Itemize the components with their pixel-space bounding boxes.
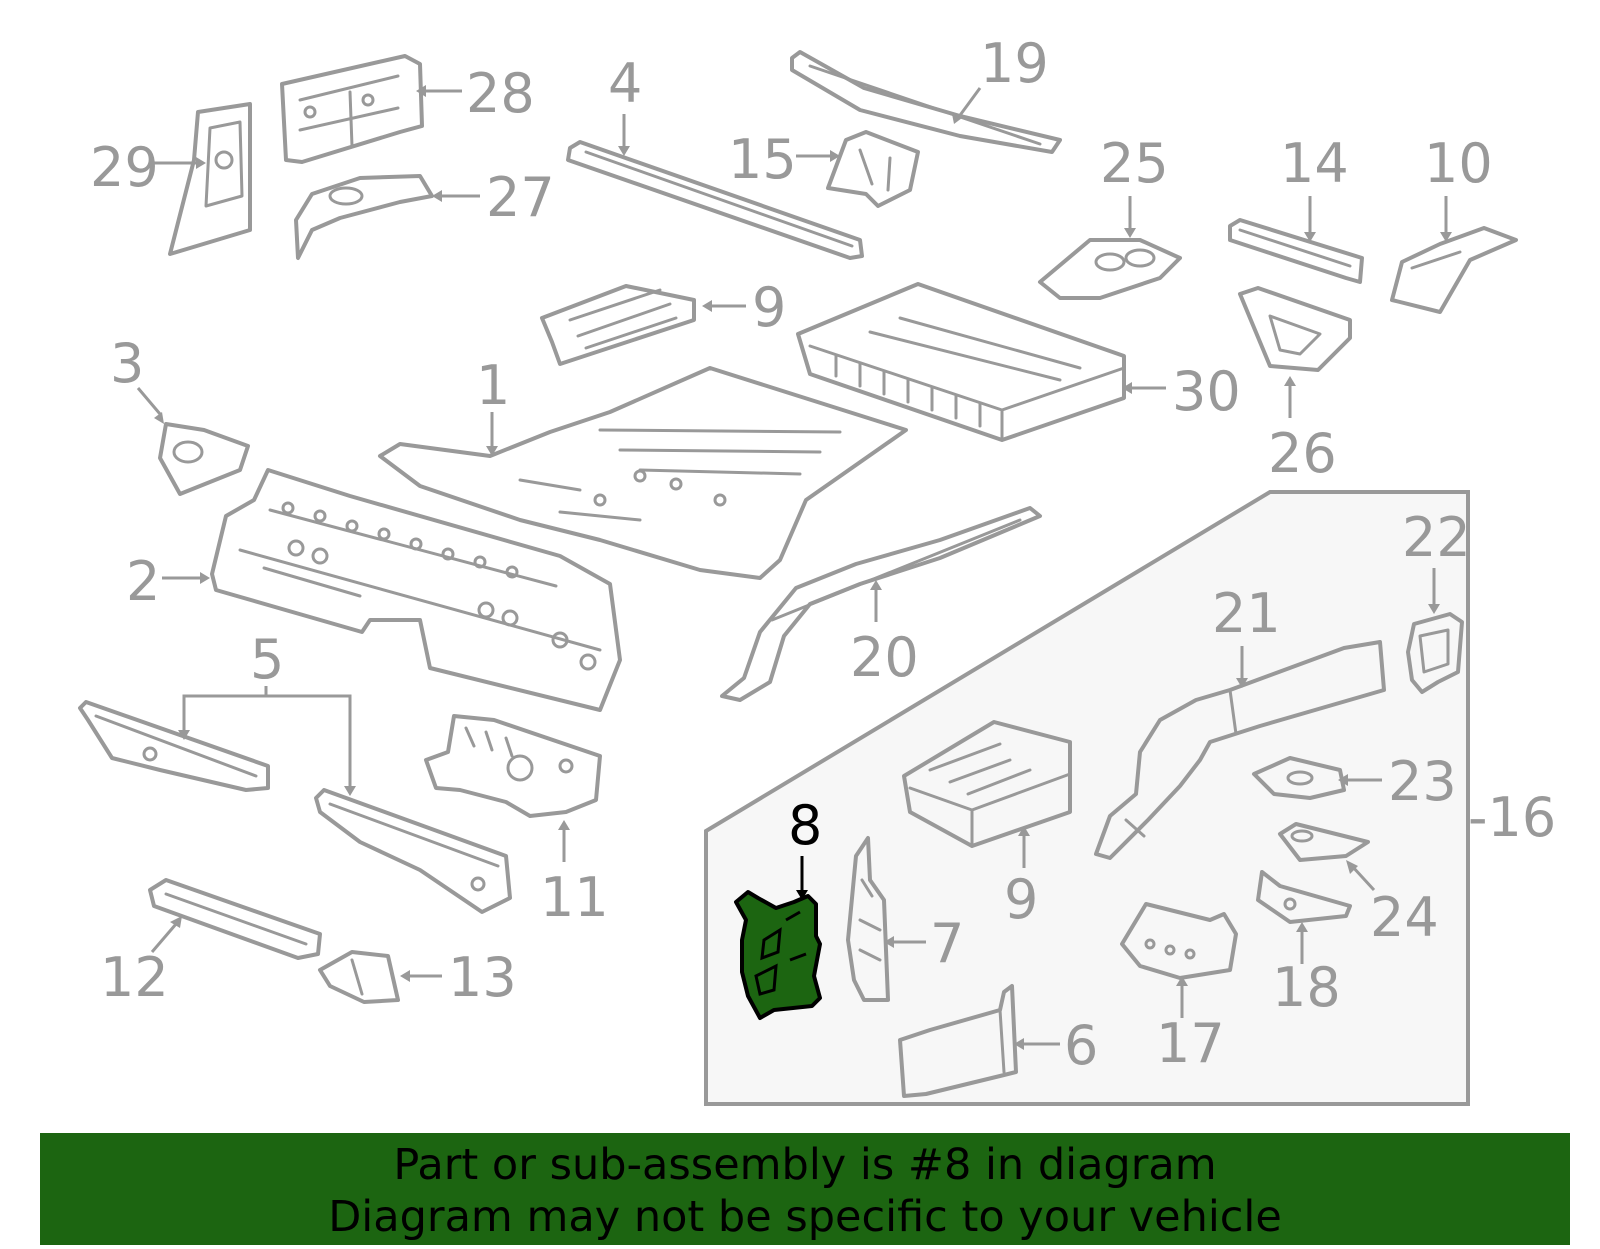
part-7[interactable] bbox=[846, 836, 890, 1002]
label-11: 11 bbox=[540, 866, 609, 929]
callout-29: 29 bbox=[90, 136, 206, 199]
callout-24: 24 bbox=[1346, 860, 1439, 949]
label-4: 4 bbox=[608, 52, 642, 115]
callout-2: 2 bbox=[126, 550, 210, 613]
callout-7: 7 bbox=[884, 912, 964, 975]
callout-17: 17 bbox=[1156, 976, 1225, 1075]
label-24: 24 bbox=[1370, 886, 1439, 949]
label-21: 21 bbox=[1212, 582, 1281, 645]
callout-4: 4 bbox=[608, 52, 642, 156]
label-3: 3 bbox=[110, 332, 144, 395]
callout-9-upper: 9 bbox=[702, 276, 786, 339]
part-28[interactable] bbox=[280, 54, 424, 164]
label-12: 12 bbox=[100, 946, 169, 1009]
part-29[interactable] bbox=[168, 102, 252, 256]
info-banner: Part or sub-assembly is #8 in diagram Di… bbox=[40, 1133, 1570, 1245]
part-3[interactable] bbox=[158, 422, 250, 496]
label-20: 20 bbox=[850, 626, 919, 689]
part-26[interactable] bbox=[1238, 286, 1352, 372]
callout-12: 12 bbox=[100, 916, 182, 1009]
sub-assembly-16-panel bbox=[704, 490, 1470, 1106]
callout-11: 11 bbox=[540, 820, 609, 929]
label-5: 5 bbox=[250, 628, 284, 691]
label-16: -16 bbox=[1468, 786, 1556, 849]
label-23: 23 bbox=[1388, 750, 1457, 813]
callout-21: 21 bbox=[1212, 582, 1281, 688]
callout-5: 5 bbox=[178, 628, 356, 796]
part-6[interactable] bbox=[898, 984, 1018, 1098]
part-9-upper[interactable] bbox=[540, 284, 696, 366]
part-27[interactable] bbox=[294, 174, 434, 260]
part-4[interactable] bbox=[566, 140, 864, 260]
label-15: 15 bbox=[728, 128, 797, 191]
part-10[interactable] bbox=[1390, 226, 1518, 314]
label-13: 13 bbox=[448, 946, 517, 1009]
label-14: 14 bbox=[1280, 132, 1349, 195]
label-7: 7 bbox=[930, 912, 964, 975]
part-23[interactable] bbox=[1252, 756, 1346, 800]
callout-3: 3 bbox=[110, 332, 164, 424]
part-12[interactable] bbox=[148, 878, 322, 960]
part-30[interactable] bbox=[796, 282, 1126, 442]
label-19: 19 bbox=[980, 32, 1049, 95]
part-13[interactable] bbox=[318, 950, 400, 1004]
callout-9-lower: 9 bbox=[1004, 826, 1038, 931]
label-22: 22 bbox=[1402, 506, 1471, 569]
callout-19: 19 bbox=[952, 32, 1049, 124]
callout-14: 14 bbox=[1280, 132, 1349, 242]
callout-13: 13 bbox=[400, 946, 517, 1009]
part-1[interactable] bbox=[378, 366, 908, 580]
callout-16: -16 bbox=[1468, 786, 1556, 849]
callout-10: 10 bbox=[1424, 132, 1493, 242]
callout-23: 23 bbox=[1338, 750, 1457, 813]
part-25[interactable] bbox=[1038, 238, 1182, 300]
callout-6: 6 bbox=[1014, 1014, 1098, 1077]
label-10: 10 bbox=[1424, 132, 1493, 195]
callout-20: 20 bbox=[850, 580, 919, 689]
callout-1: 1 bbox=[476, 354, 510, 456]
label-26: 26 bbox=[1268, 422, 1337, 485]
part-8-highlighted[interactable] bbox=[734, 890, 822, 1020]
label-9-upper: 9 bbox=[752, 276, 786, 339]
label-6: 6 bbox=[1064, 1014, 1098, 1077]
callout-25: 25 bbox=[1100, 132, 1169, 238]
callout-28: 28 bbox=[416, 62, 535, 125]
label-18: 18 bbox=[1272, 956, 1341, 1019]
callout-30: 30 bbox=[1122, 360, 1241, 423]
callout-18: 18 bbox=[1272, 922, 1341, 1019]
callout-8: 8 bbox=[788, 794, 822, 900]
part-5-left[interactable] bbox=[78, 700, 270, 792]
label-27: 27 bbox=[486, 166, 555, 229]
label-30: 30 bbox=[1172, 360, 1241, 423]
part-19[interactable] bbox=[790, 50, 1062, 154]
part-22[interactable] bbox=[1406, 612, 1464, 694]
label-9-lower: 9 bbox=[1004, 868, 1038, 931]
part-5-right[interactable] bbox=[314, 788, 512, 914]
label-17: 17 bbox=[1156, 1012, 1225, 1075]
callout-26: 26 bbox=[1268, 376, 1337, 485]
label-28: 28 bbox=[466, 62, 535, 125]
banner-line-1: Part or sub-assembly is #8 in diagram bbox=[393, 1140, 1217, 1190]
part-21[interactable] bbox=[1094, 640, 1386, 860]
label-8: 8 bbox=[788, 794, 822, 857]
part-17[interactable] bbox=[1120, 902, 1238, 980]
part-18[interactable] bbox=[1256, 870, 1352, 924]
part-2[interactable] bbox=[210, 468, 622, 712]
part-14[interactable] bbox=[1228, 218, 1364, 284]
label-1: 1 bbox=[476, 354, 510, 417]
part-15[interactable] bbox=[826, 130, 920, 208]
label-2: 2 bbox=[126, 550, 160, 613]
part-9-lower[interactable] bbox=[902, 720, 1072, 848]
callout-15: 15 bbox=[728, 128, 840, 191]
callout-27: 27 bbox=[432, 166, 555, 229]
label-25: 25 bbox=[1100, 132, 1169, 195]
part-24[interactable] bbox=[1278, 822, 1370, 862]
label-29: 29 bbox=[90, 136, 159, 199]
part-11[interactable] bbox=[424, 714, 602, 818]
part-20[interactable] bbox=[720, 506, 1042, 702]
callout-22: 22 bbox=[1402, 506, 1471, 614]
banner-line-2: Diagram may not be specific to your vehi… bbox=[328, 1192, 1282, 1242]
